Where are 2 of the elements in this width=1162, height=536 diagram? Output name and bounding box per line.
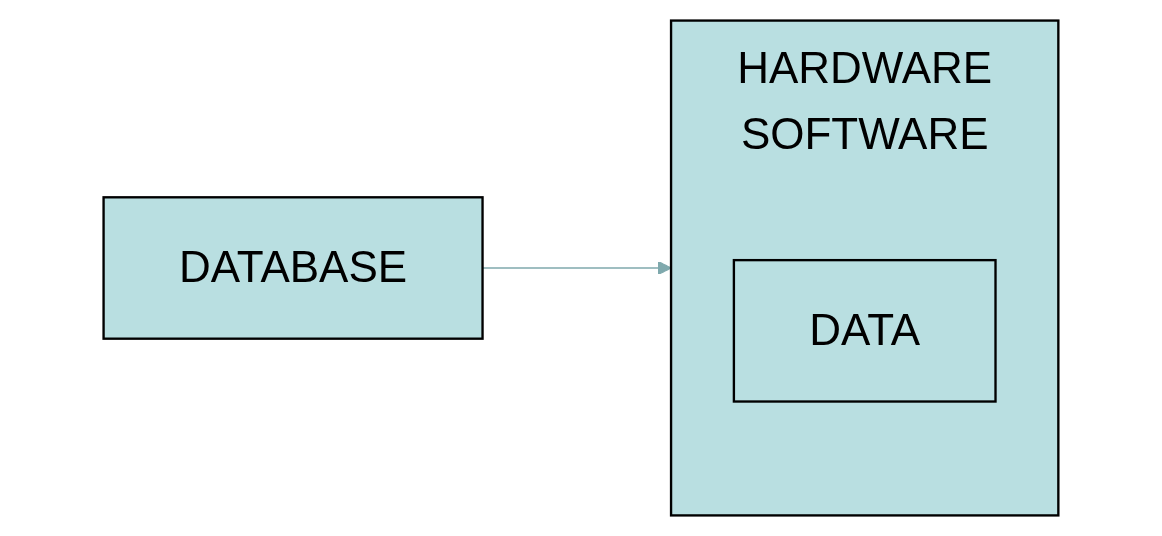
node-box: DATA — [732, 258, 997, 403]
node-box: DATABASE — [102, 196, 484, 340]
